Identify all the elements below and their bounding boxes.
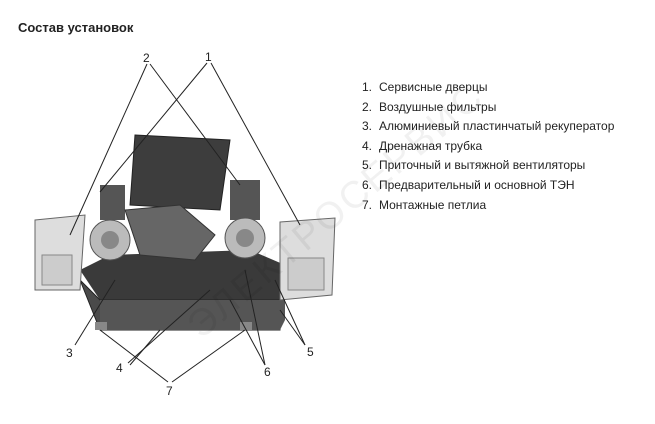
service-door-left [34, 214, 86, 291]
callout-2: 2 [143, 51, 150, 65]
callout-lines [69, 62, 306, 383]
section-title: Состав установок [18, 20, 134, 35]
legend-item: 6.Предварительный и основной ТЭН [362, 177, 575, 192]
callout-1: 1 [205, 50, 212, 64]
callout-6: 6 [264, 365, 271, 379]
legend-item: 5.Приточный и вытяжной вентиляторы [362, 158, 586, 173]
callout-3: 3 [66, 346, 73, 360]
legend-item: 7.Монтажные петлиа [362, 197, 487, 212]
callout-7: 7 [166, 384, 173, 398]
legend-item: 1.Сервисные дверцы [362, 80, 488, 94]
legend-item: 2.Воздушные фильтры [362, 99, 497, 114]
legend-item: 3.Алюминиевый пластинчатый рекуператор [362, 119, 615, 134]
service-door-right [279, 217, 336, 301]
callout-5: 5 [307, 345, 314, 359]
unit-body [79, 134, 285, 331]
components-legend: 1.Сервисные дверцы 2.Воздушные фильтры 3… [362, 78, 614, 215]
callout-4: 4 [116, 361, 123, 375]
legend-item: 4.Дренажная трубка [362, 138, 483, 153]
